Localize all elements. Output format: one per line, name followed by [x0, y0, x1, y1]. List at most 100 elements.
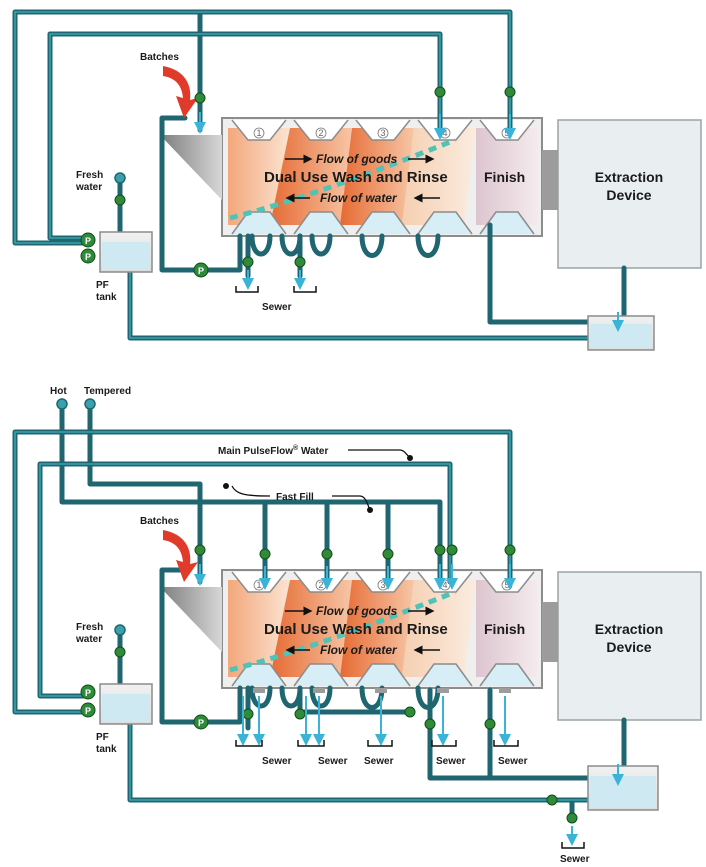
- svg-text:P: P: [85, 236, 91, 246]
- pump-icon: [80, 232, 96, 248]
- valve-icon: [114, 646, 126, 658]
- pump-icon: [80, 248, 96, 264]
- sewer-label-3: Sewer: [364, 756, 394, 767]
- module-3-fill: [340, 128, 414, 225]
- module-number-b1: 1: [256, 580, 261, 590]
- main-pulseflow-label: Main PulseFlow® Water: [218, 444, 328, 457]
- finish-label-bottom: Finish: [484, 621, 525, 637]
- module-number-2: 2: [318, 128, 323, 138]
- finish-label: Finish: [484, 169, 525, 185]
- svg-text:P: P: [85, 706, 91, 716]
- valve-icon: [321, 548, 333, 560]
- fresh-water-label-1: Fresh: [76, 170, 103, 181]
- top-valves: [114, 86, 516, 268]
- valve-icon: [546, 794, 558, 806]
- valve-icon: [114, 194, 126, 206]
- module-number-4: 4: [442, 128, 447, 138]
- dual-use-label-bottom: Dual Use Wash and Rinse: [264, 621, 448, 638]
- svg-text:P: P: [85, 688, 91, 698]
- valve-icon: [484, 718, 496, 730]
- fresh-water-label-b1: Fresh: [76, 622, 103, 633]
- bottom-arrows: [194, 564, 624, 846]
- top-inflow-arrows: [194, 112, 624, 332]
- valve-icon: [259, 548, 271, 560]
- valve-icon: [194, 92, 206, 104]
- module-number-b3: 3: [380, 580, 385, 590]
- pf-tank-label-b2: tank: [96, 744, 117, 755]
- finish-module-fill: [476, 128, 538, 225]
- valve-icon: [434, 86, 446, 98]
- module-number-3: 3: [380, 128, 385, 138]
- top-pipes-highlight: [14, 11, 588, 339]
- pf-tank-label-b1: PF: [96, 732, 109, 743]
- extraction-label-1: Extraction: [595, 169, 663, 185]
- pump-icon: [193, 262, 209, 278]
- pf-tank-label-2: tank: [96, 292, 117, 303]
- valve-icon: [242, 708, 254, 720]
- pf-tank-label-1: PF: [96, 280, 109, 291]
- valve-icon: [294, 708, 306, 720]
- top-diagram: Extraction Device: [12, 9, 702, 351]
- bottom-sewer-brackets: [235, 740, 585, 849]
- bottom-pumps: P P P: [80, 684, 209, 730]
- valve-icon: [504, 544, 516, 556]
- pf-tank-water: [102, 242, 150, 270]
- extraction-device-bottom: [557, 571, 702, 721]
- water-flow-dashed-bottom: [229, 589, 456, 673]
- valve-icon: [382, 548, 394, 560]
- tempered-inlet-icon: [84, 398, 96, 410]
- tunnel-connector-bottom: [542, 602, 558, 662]
- hot-label: Hot: [50, 386, 67, 397]
- svg-text:P: P: [198, 718, 204, 728]
- sewer-label-5: Sewer: [498, 756, 528, 767]
- top-sewer-label: Sewer: [262, 302, 292, 313]
- svg-text:P: P: [85, 252, 91, 262]
- module-number-b4: 4: [442, 580, 447, 590]
- dual-use-label: Dual Use Wash and Rinse: [264, 169, 448, 186]
- sewer-label-2: Sewer: [318, 756, 348, 767]
- main-pulseflow-leader: [348, 449, 411, 459]
- drain-spouts: [253, 688, 511, 693]
- top-sewer-brackets: [235, 286, 317, 293]
- batches-label: Batches: [140, 52, 179, 63]
- valve-icon: [424, 718, 436, 730]
- water-flow-dashed: [229, 137, 456, 221]
- sewer-label-4: Sewer: [436, 756, 466, 767]
- valve-icon: [434, 544, 446, 556]
- valve-icon: [446, 544, 458, 556]
- valve-icon: [566, 812, 578, 824]
- tempered-label: Tempered: [84, 386, 131, 397]
- extraction-label-bottom-1: Extraction: [595, 621, 663, 637]
- tunnel-connector: [542, 150, 558, 210]
- pump-icon: [193, 714, 209, 730]
- load-hopper-bottom: [160, 587, 222, 652]
- hot-inlet-icon: [56, 398, 68, 410]
- module-number-1: 1: [256, 128, 261, 138]
- valve-icon: [404, 706, 416, 718]
- valve-icon: [294, 256, 306, 268]
- top-pumps: P P P: [80, 232, 209, 278]
- valve-icon: [194, 544, 206, 556]
- module-1-fill: [228, 128, 290, 225]
- extraction-label-bottom-2: Device: [606, 639, 651, 655]
- flow-of-water-label-bottom: Flow of water: [320, 643, 398, 657]
- fresh-water-label-2: water: [75, 182, 102, 193]
- fresh-water-inlet-bottom-icon: [114, 624, 126, 636]
- batches-arrow-icon: [163, 66, 198, 118]
- batches-label-bottom: Batches: [140, 516, 179, 527]
- fresh-water-label-b2: water: [75, 634, 102, 645]
- bottom-diagram: Extraction Device 1 2: [12, 386, 702, 865]
- fast-fill-label: Fast Fill: [276, 492, 314, 503]
- pump-icon: [80, 702, 96, 718]
- sewer-label-extra: Sewer: [560, 854, 590, 865]
- load-hopper: [160, 135, 222, 200]
- module-number-b2: 2: [318, 580, 323, 590]
- valve-icon: [242, 256, 254, 268]
- pump-icon: [80, 684, 96, 700]
- fresh-water-inlet-icon: [114, 172, 126, 184]
- batches-arrow-bottom-icon: [163, 530, 198, 582]
- flow-of-water-label: Flow of water: [320, 191, 398, 205]
- valve-icon: [504, 86, 516, 98]
